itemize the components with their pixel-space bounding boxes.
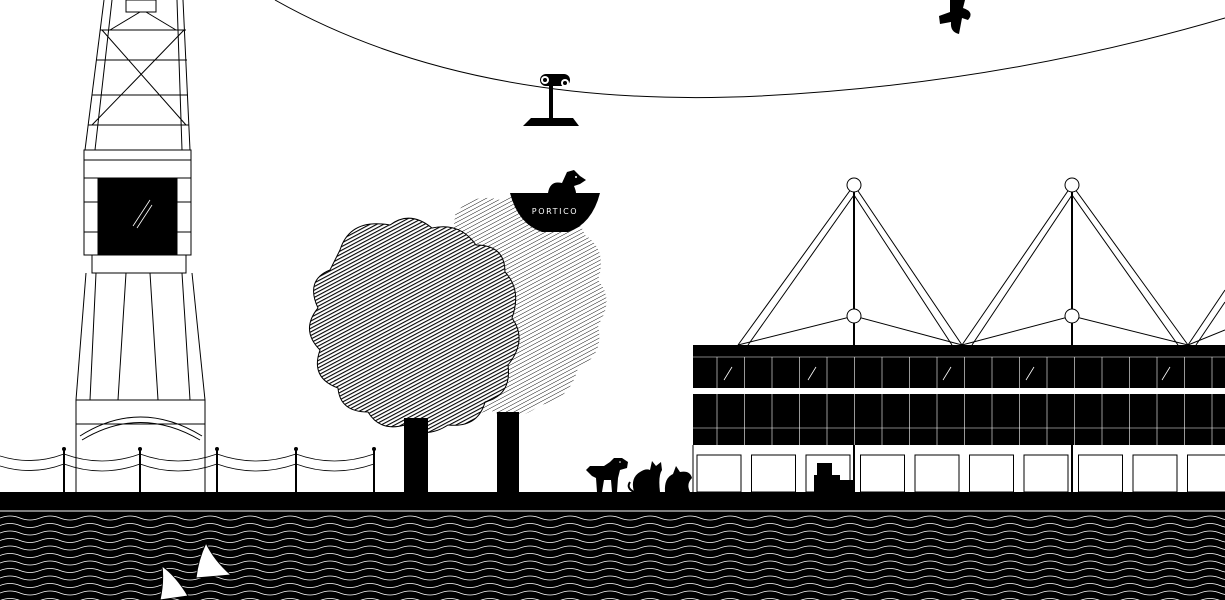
boxes-icon bbox=[814, 463, 853, 492]
exhibition-hall-icon bbox=[692, 345, 1225, 493]
hall-door bbox=[860, 454, 905, 493]
hall-door bbox=[1078, 454, 1123, 493]
water-waves bbox=[0, 514, 1225, 600]
hall-door bbox=[696, 454, 742, 493]
hall-door bbox=[969, 454, 1014, 493]
cable-line bbox=[274, 0, 1225, 99]
dog-icon bbox=[586, 458, 628, 492]
mascot-sign: PORTICO bbox=[510, 170, 600, 232]
deciduous-tree-icon bbox=[309, 217, 520, 492]
hall-door bbox=[1132, 454, 1178, 493]
hall-door bbox=[751, 454, 796, 493]
sign-label: PORTICO bbox=[532, 207, 578, 216]
window-reflections bbox=[723, 366, 1171, 381]
harbour-crane-icon bbox=[75, 0, 206, 492]
quay bbox=[0, 492, 1225, 514]
cat-icon bbox=[627, 461, 662, 493]
bird-icon bbox=[939, 0, 971, 34]
harbour-railing bbox=[0, 447, 376, 492]
hall-door bbox=[1187, 454, 1225, 493]
shark-fin-icon bbox=[159, 541, 233, 600]
cat-2-icon bbox=[664, 466, 692, 492]
hall-door bbox=[914, 454, 960, 493]
crane-cabin bbox=[83, 177, 192, 256]
cable-car-icon bbox=[523, 74, 579, 126]
hall-door bbox=[1023, 454, 1069, 493]
